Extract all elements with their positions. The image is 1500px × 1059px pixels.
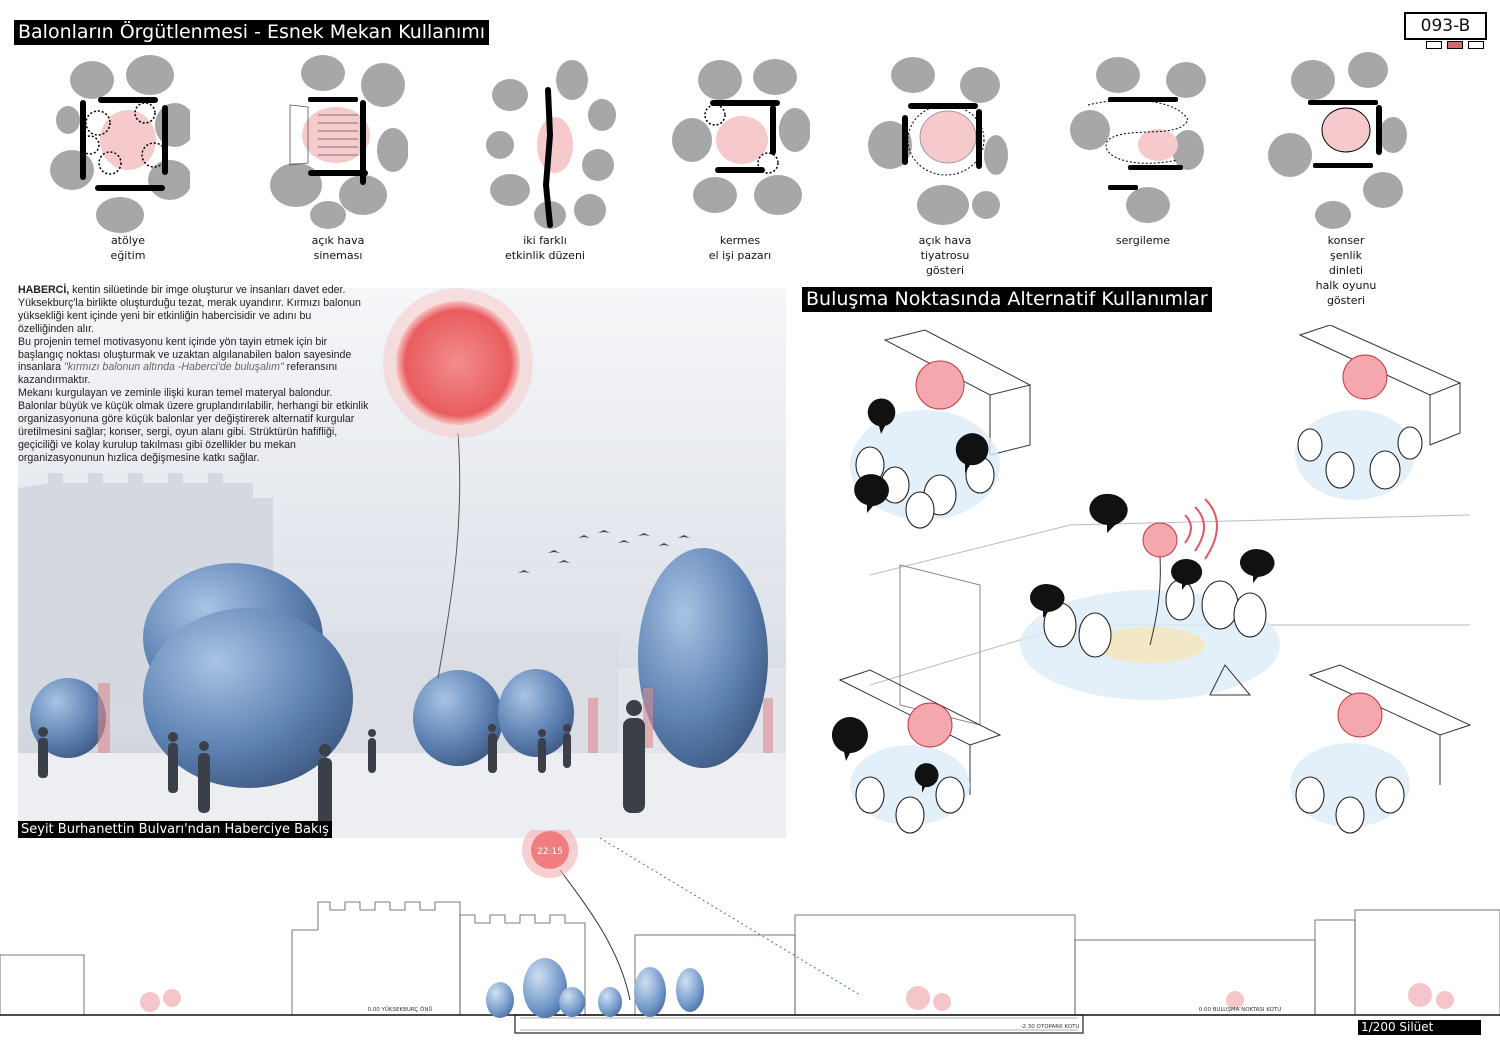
diagram-open-air-theatre: [868, 57, 1008, 225]
alternative-uses-axonometric: [831, 325, 1472, 834]
diagram-label-workshop: atölye eğitim: [110, 234, 146, 262]
diagram-fair-market: [672, 59, 810, 215]
level-label-parking: -2.30 OTOPARK KOTU: [1021, 1024, 1080, 1030]
balloon-time-label: 22:15: [537, 847, 563, 857]
diagram-concert-festival: [1268, 52, 1407, 229]
main-title: Balonların Örgütlenmesi - Esnek Mekan Ku…: [14, 20, 490, 45]
description-quote: "kırmızı balonun altında -Haberci'de bul…: [63, 361, 284, 374]
project-description: HABERCİ, kentin silüetinde bir imge oluş…: [18, 284, 370, 465]
diagram-exhibition: [1070, 57, 1206, 223]
description-lead: HABERCİ,: [18, 284, 70, 296]
diagram-label-fair-market: kermes el işi pazarı: [708, 234, 772, 262]
render-caption: Seyit Burhanettin Bulvarı'ndan Haberciye…: [18, 821, 332, 838]
description-p2-text: Bu projenin temel motivasyonu kent içind…: [18, 335, 352, 374]
alternatives-title: Buluşma Noktasında Alternatif Kullanımla…: [802, 287, 1212, 312]
description-paragraph-1: HABERCİ, kentin silüetinde bir imge oluş…: [18, 284, 370, 336]
sheet-code-markers: [1426, 41, 1484, 49]
diagram-label-open-air-theatre: açık hava tiyatrosu gösteri: [918, 234, 972, 277]
city-silhouette-section: 22:15 0.00 YÜKSEKBURÇ ÖNÜ -2.30 OTOPARK …: [0, 830, 1500, 1034]
scale-label: 1/200 Silüet: [1358, 1020, 1481, 1035]
sheet-marker-b: [1447, 41, 1463, 49]
diagram-label-two-event-layout: iki farklı etkinlik düzeni: [505, 234, 585, 262]
description-paragraph-3: Mekanı kurgulayan ve zeminle ilişki kura…: [18, 387, 369, 464]
diagram-open-air-cinema: [270, 55, 408, 229]
level-label-yuksekburc: 0.00 YÜKSEKBURÇ ÖNÜ: [368, 1006, 433, 1013]
description-paragraph-2: Bu projenin temel motivasyonu kent içind…: [18, 336, 370, 388]
diagram-two-event-layout: [486, 60, 616, 229]
sheet-code: 093-B: [1404, 12, 1487, 40]
diagram-label-concert-festival: konser şenlik dinleti halk oyunu gösteri: [1315, 234, 1377, 307]
sheet-marker-c: [1468, 41, 1484, 49]
sheet-marker-a: [1426, 41, 1442, 49]
description-p2-end: referansını kazandırmaktır.: [18, 361, 338, 387]
diagram-label-open-air-cinema: açık hava sineması: [311, 234, 365, 262]
level-label-meeting-point: 0.00 BULUŞMA NOKTASI KOTU: [1199, 1007, 1282, 1013]
description-p1-text: kentin silüetinde bir imge oluşturur ve …: [18, 284, 361, 335]
street-view-render: [18, 288, 786, 838]
diagram-workshop: [50, 55, 190, 233]
diagram-label-exhibition: sergileme: [1115, 234, 1171, 247]
